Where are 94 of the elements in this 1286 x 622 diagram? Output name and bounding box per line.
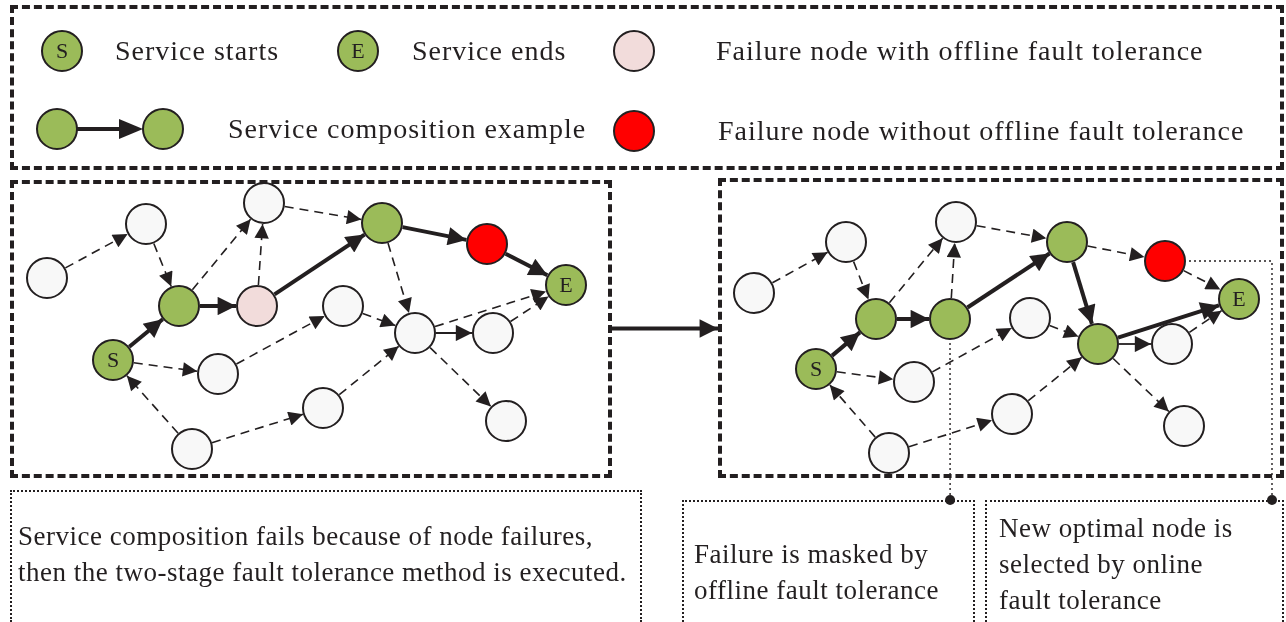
legend-label: Service composition example [228,114,587,144]
panel-box [10,180,612,478]
arrow [1027,356,1083,402]
note-text: Failure is masked by offline fault tolerance [694,539,939,605]
legend-label: Service starts [115,36,280,66]
service-node [1144,240,1186,282]
arrow [191,218,252,291]
service-node [302,387,344,429]
legend-label: Service ends [412,36,567,66]
note-box [682,500,975,622]
arrow [338,345,400,396]
arrow [1071,261,1096,325]
service-node [1151,323,1193,365]
arrow [361,312,397,328]
service-node [125,203,167,245]
arrow [966,251,1051,310]
service-node [545,264,587,306]
arrow [897,309,929,329]
service-node [322,285,364,327]
legend-label: Failure node with offline fault tolerance [716,36,1204,66]
symbol-letter: S [55,38,69,64]
arrow [434,288,547,328]
arrow [931,327,1013,373]
arrow [429,346,492,408]
service-node [485,400,527,442]
service-node [26,257,68,299]
service-node [236,285,278,327]
arrow [283,205,363,225]
service-node [855,298,897,340]
service-node [361,202,403,244]
arrow [1048,324,1080,339]
service-node [733,272,775,314]
legend-label: Failure node without offline fault tolerance [718,116,1245,146]
arrow [908,417,993,448]
service-node [991,393,1033,435]
arrow [771,251,829,284]
arrow [435,324,473,342]
note-box [985,500,1284,622]
arrow [852,260,870,301]
arrow [64,233,129,269]
service-node [466,223,508,265]
arrow [128,317,164,349]
arrow [1117,302,1220,340]
arrow [211,411,304,444]
arrow [235,315,326,365]
service-node [1163,405,1205,447]
arrow [200,296,236,316]
arrow [153,242,173,288]
arrow [254,223,269,286]
arrow [133,362,198,377]
arrow [975,224,1048,243]
panel-box [718,178,1284,478]
service-node [929,298,971,340]
arrow [830,330,862,358]
service-node [893,361,935,403]
service-node [1218,278,1260,320]
service-node [795,348,837,390]
node-letter: S [106,347,120,373]
arrow [829,384,876,438]
arrow [1112,357,1170,413]
service-node [197,353,239,395]
arrow [126,374,179,435]
arrow [1182,269,1222,291]
arrow [612,319,718,338]
service-node [868,432,910,474]
arrow [1188,309,1223,334]
arrow [836,370,894,385]
node-letter: S [809,356,823,382]
service-node [243,182,285,224]
arrow [888,237,944,304]
service-node [935,201,977,243]
arrow [387,242,412,314]
arrow [402,225,467,246]
arrow [504,251,549,278]
note-box [10,490,642,622]
service-node [92,339,134,381]
service-node [158,285,200,327]
arrow [273,232,366,297]
service-node [1009,297,1051,339]
service-node [1077,323,1119,365]
service-node [171,428,213,470]
arrow [946,242,961,299]
arrow [1118,335,1152,353]
service-node [394,312,436,354]
arrow [509,295,550,323]
note-text: Service composition fails because of node failures, then the two-stage fault tolerance method is executed. [18,521,627,587]
service-node [472,312,514,354]
note-text: New optimal node is selected by online fault tolerance [999,513,1233,615]
service-node [825,221,867,263]
symbol-letter: E [351,38,365,64]
node-letter: E [1232,286,1246,312]
node-letter: E [559,272,573,298]
arrow [1086,245,1146,262]
service-node [1046,221,1088,263]
